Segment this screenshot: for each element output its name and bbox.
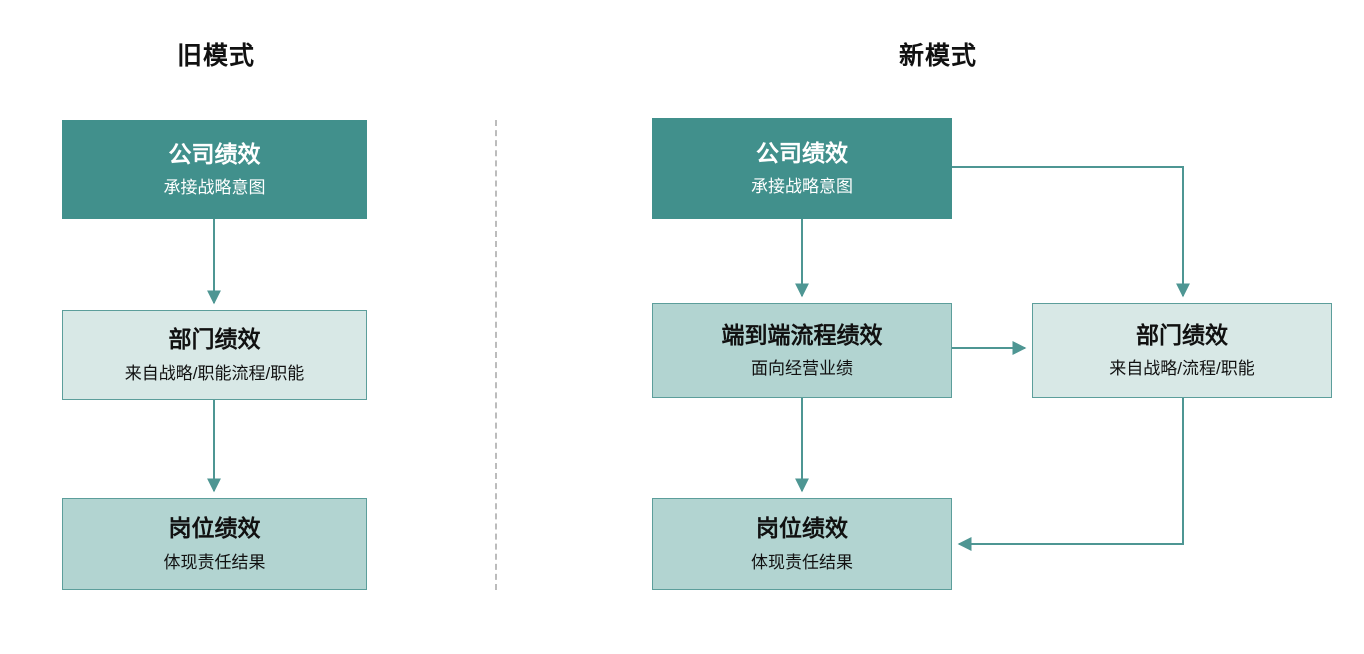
node-subtitle: 体现责任结果 — [751, 552, 853, 572]
node-subtitle: 承接战略意图 — [163, 178, 266, 198]
node-subtitle: 体现责任结果 — [163, 552, 266, 572]
node-title: 岗位绩效 — [168, 515, 261, 542]
node-title: 公司绩效 — [168, 140, 261, 167]
node-title: 部门绩效 — [168, 326, 261, 353]
node-subtitle: 承接战略意图 — [751, 177, 853, 197]
connector-new-department-to-position — [957, 398, 1184, 551]
node-title: 公司绩效 — [756, 139, 848, 166]
node-subtitle: 面向经营业绩 — [751, 359, 853, 379]
node-title: 部门绩效 — [1136, 321, 1228, 348]
node-new-end-to-end-process-performance[interactable]: 端到端流程绩效 面向经营业绩 — [652, 303, 952, 398]
node-old-company-performance[interactable]: 公司绩效 承接战略意图 — [62, 120, 367, 219]
panel-divider — [495, 120, 497, 590]
node-old-department-performance[interactable]: 部门绩效 来自战略/职能流程/职能 — [62, 310, 367, 400]
panel-title-new-model: 新模式 — [898, 42, 978, 70]
node-title: 端到端流程绩效 — [721, 321, 883, 348]
panel-title-old-model: 旧模式 — [176, 42, 256, 70]
node-old-position-performance[interactable]: 岗位绩效 体现责任结果 — [62, 498, 367, 590]
node-subtitle: 来自战略/流程/职能 — [1109, 359, 1255, 379]
node-subtitle: 来自战略/职能流程/职能 — [124, 363, 305, 383]
node-title: 岗位绩效 — [756, 515, 848, 542]
node-new-position-performance[interactable]: 岗位绩效 体现责任结果 — [652, 498, 952, 590]
node-new-company-performance[interactable]: 公司绩效 承接战略意图 — [652, 118, 952, 219]
node-new-department-performance[interactable]: 部门绩效 来自战略/流程/职能 — [1032, 303, 1332, 398]
connector-new-company-to-department — [952, 166, 1190, 298]
